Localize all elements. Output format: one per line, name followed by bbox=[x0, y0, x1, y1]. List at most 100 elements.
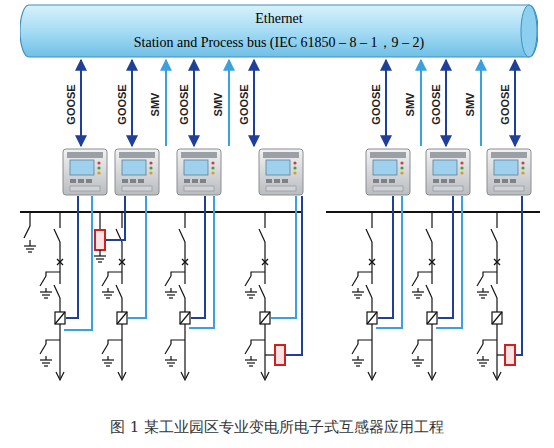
ied-device bbox=[259, 149, 303, 195]
signal-label: GOOSE bbox=[179, 84, 190, 124]
bay-stroke bbox=[367, 312, 377, 324]
bay-stroke bbox=[481, 365, 485, 366]
bus-description: Station and Process bus (IEC 61850 – 8 –… bbox=[134, 34, 424, 52]
bay-stroke bbox=[169, 297, 173, 298]
signal-wire bbox=[106, 196, 125, 240]
bay-stroke bbox=[165, 276, 171, 286]
bay-stroke bbox=[412, 291, 424, 292]
bay-stroke bbox=[412, 276, 418, 286]
bay-stroke bbox=[431, 298, 432, 312]
ied-device bbox=[115, 149, 159, 195]
bay-stroke bbox=[184, 212, 185, 228]
smv-arrow bbox=[165, 60, 167, 146]
feeder-bay bbox=[352, 212, 377, 380]
bay-stroke bbox=[414, 294, 422, 295]
signal-label: SMV bbox=[151, 92, 162, 116]
bay-stroke bbox=[46, 340, 60, 344]
bay-stroke bbox=[479, 362, 487, 363]
electronic-transformer bbox=[505, 345, 515, 365]
bay-stroke bbox=[259, 285, 265, 298]
bay-stroke bbox=[264, 242, 265, 256]
bay-stroke bbox=[108, 272, 122, 276]
bay-stroke bbox=[247, 362, 255, 363]
bay-stroke bbox=[479, 294, 487, 295]
bay-stroke bbox=[366, 229, 372, 242]
bay-stroke bbox=[251, 272, 265, 276]
bay-stroke bbox=[261, 372, 269, 380]
bay-stroke bbox=[121, 212, 122, 228]
bay-stroke bbox=[165, 359, 177, 360]
bay-stroke bbox=[99, 250, 100, 256]
bay-stroke bbox=[483, 340, 497, 344]
bay-stroke bbox=[40, 291, 52, 292]
electronic-transformer bbox=[95, 230, 105, 250]
bay-stroke bbox=[492, 312, 502, 324]
bay-stroke bbox=[40, 359, 52, 360]
signal-wire bbox=[64, 196, 92, 330]
bay-stroke bbox=[356, 297, 360, 298]
bay-stroke bbox=[477, 276, 483, 286]
bay-stroke bbox=[358, 340, 372, 344]
bay-stroke bbox=[368, 372, 376, 380]
network-bus-band: EthernetStation and Process bus (IEC 618… bbox=[20, 4, 538, 58]
bay-stroke bbox=[366, 285, 372, 298]
bay-stroke bbox=[352, 359, 364, 360]
bay-stroke bbox=[44, 297, 48, 298]
signal-label: SMV bbox=[214, 92, 225, 116]
bay-stroke bbox=[496, 324, 497, 378]
bay-stroke bbox=[106, 297, 110, 298]
bay-stroke bbox=[265, 354, 275, 355]
bay-stroke bbox=[42, 362, 50, 363]
bay-stroke bbox=[477, 359, 489, 360]
bay-stroke bbox=[431, 324, 432, 378]
ied-device bbox=[487, 149, 531, 195]
bay-stroke bbox=[169, 365, 173, 366]
bay-stroke bbox=[121, 256, 122, 284]
bus-earth-switch bbox=[24, 212, 36, 252]
bay-stroke bbox=[418, 272, 432, 276]
signal-label: GOOSE bbox=[117, 84, 128, 124]
bay-stroke bbox=[264, 256, 265, 284]
ied-device bbox=[426, 149, 470, 195]
bay-stroke bbox=[371, 256, 372, 284]
signal-wire bbox=[378, 196, 393, 318]
bay-stroke bbox=[98, 261, 102, 262]
bay-stroke bbox=[165, 291, 177, 292]
bay-stroke bbox=[59, 324, 60, 378]
bay-stroke bbox=[121, 324, 122, 378]
bay-stroke bbox=[358, 272, 372, 276]
bay-stroke bbox=[102, 291, 114, 292]
goose-arrow bbox=[193, 60, 195, 146]
bay-stroke bbox=[116, 285, 122, 298]
secondary-wiring bbox=[64, 196, 522, 355]
bay-stroke bbox=[493, 372, 501, 380]
bay-stroke bbox=[264, 324, 265, 378]
bay-stroke bbox=[426, 285, 432, 298]
signal-wire bbox=[436, 196, 462, 328]
goose-arrow bbox=[445, 60, 447, 146]
signal-wire bbox=[438, 196, 453, 318]
bay-stroke bbox=[56, 372, 64, 380]
signal-label: GOOSE bbox=[431, 84, 442, 124]
bay-stroke bbox=[40, 276, 46, 286]
bay-stroke bbox=[412, 344, 418, 354]
bay-stroke bbox=[426, 229, 432, 242]
bay-stroke bbox=[431, 212, 432, 228]
bay-stroke bbox=[104, 294, 112, 295]
bay-stroke bbox=[428, 372, 436, 380]
bay-stroke bbox=[167, 362, 175, 363]
bay-stroke bbox=[104, 362, 112, 363]
bay-stroke bbox=[352, 276, 358, 286]
bay-stroke bbox=[371, 324, 372, 378]
current-transformer bbox=[367, 312, 377, 324]
bay-stroke bbox=[352, 291, 364, 292]
bay-stroke bbox=[264, 298, 265, 312]
current-transformer bbox=[492, 312, 502, 324]
bay-equipment bbox=[24, 212, 515, 380]
bay-stroke bbox=[491, 229, 497, 242]
signal-wire bbox=[128, 196, 146, 318]
bay-stroke bbox=[59, 242, 60, 256]
electronic-transformer bbox=[275, 345, 285, 365]
bay-stroke bbox=[165, 344, 171, 354]
